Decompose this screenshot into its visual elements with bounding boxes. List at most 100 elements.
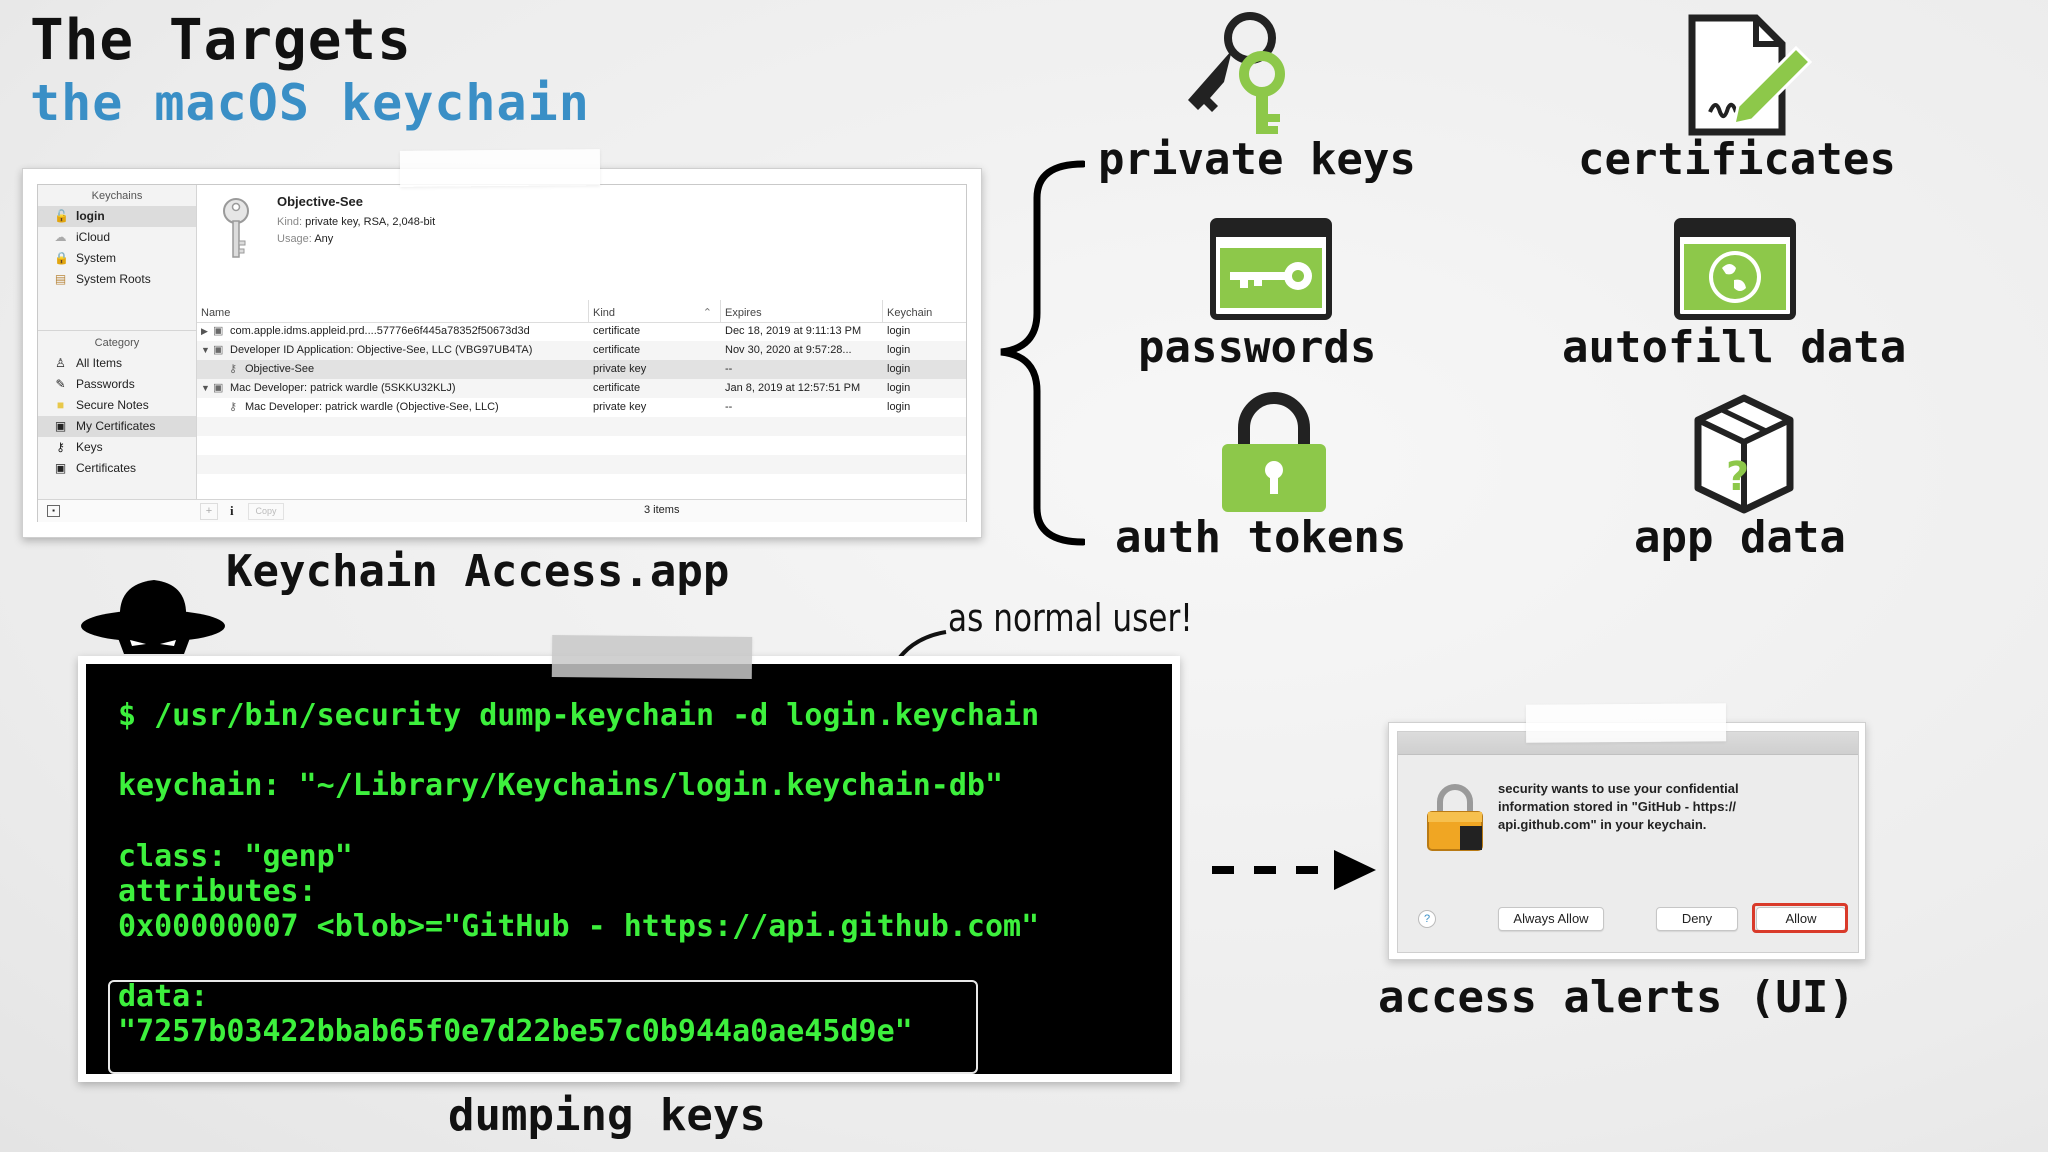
cell-expires: -- (725, 363, 733, 375)
package-box-icon: ? (1694, 394, 1794, 514)
add-button[interactable]: + (200, 503, 218, 520)
column-header-keychain[interactable]: Keychain (887, 307, 933, 319)
target-private-keys: private keys (1098, 134, 1416, 185)
key-icon (223, 198, 249, 258)
cell-kind: certificate (593, 382, 641, 394)
table-row[interactable]: ▼▣Mac Developer: patrick wardle (5SKKU32… (197, 379, 966, 398)
terminal-window: $ /usr/bin/security dump-keychain -d log… (78, 656, 1180, 1082)
target-auth-tokens: auth tokens (1115, 512, 1407, 563)
keychain-app-caption: Keychain Access.app (226, 546, 730, 597)
alert-titlebar (1398, 732, 1858, 755)
cell-keychain: login (887, 325, 911, 337)
empty-row (197, 417, 966, 436)
svg-text:?: ? (1726, 454, 1749, 500)
keys-icon (1188, 12, 1285, 134)
disclosure-triangle[interactable]: ▼ (201, 383, 210, 393)
people-icon: ♙ (55, 356, 66, 370)
tape-strip (1525, 703, 1727, 743)
data-highlight-box (108, 980, 978, 1074)
cell-name: Objective-See (245, 363, 315, 375)
deny-button[interactable]: Deny (1656, 907, 1738, 931)
cell-expires: Nov 30, 2020 at 9:57:28... (725, 344, 852, 356)
table-row[interactable]: ⚷Mac Developer: patrick wardle (Objectiv… (197, 398, 966, 417)
allow-highlight-outline (1752, 903, 1848, 933)
browser-globe-icon (1674, 218, 1796, 320)
sidebar-item-keys[interactable]: ⚷Keys (38, 437, 196, 458)
terminal-blob-line: 0x00000007 <blob>="GitHub - https://api.… (118, 909, 1040, 944)
cell-keychain: login (887, 363, 911, 375)
cell-kind: certificate (593, 325, 641, 337)
sidebar-item-login[interactable]: 🔓login (38, 206, 196, 227)
table-row[interactable]: ▶▣com.apple.idms.appleid.prd....57776e6f… (197, 322, 966, 341)
column-header-kind[interactable]: Kind⌃ (589, 300, 721, 322)
item-usage: Usage: Any (277, 233, 334, 245)
sidebar-item-certificates[interactable]: ▣Certificates (54, 461, 137, 475)
sidebar-item-system-roots[interactable]: ▤System Roots (54, 272, 151, 286)
table-row[interactable]: ▼▣Developer ID Application: Objective-Se… (197, 341, 966, 360)
keychain-sidebar: Keychains 🔓login ☁iCloud 🔒System ▤System… (38, 185, 197, 499)
certificate-icon: ▣ (213, 344, 224, 356)
keychain-items-table: Name Kind⌃ Expires Keychain ▶▣com.apple.… (197, 300, 966, 499)
terminal-attributes-line: attributes: (118, 874, 317, 909)
curly-brace (1000, 160, 1085, 546)
sidebar-item-passwords[interactable]: ✎Passwords (55, 377, 135, 391)
empty-row (197, 436, 966, 455)
empty-row (197, 455, 966, 474)
always-allow-button[interactable]: Always Allow (1498, 907, 1604, 931)
hacker-hat-icon (81, 580, 225, 654)
terminal-data-label: data: (118, 979, 209, 1014)
info-button[interactable]: i (230, 503, 234, 518)
sidebar-item-icloud[interactable]: ☁iCloud (54, 230, 111, 244)
tape-strip (399, 149, 601, 187)
pencil-icon: ✎ (55, 377, 66, 391)
target-app-data: app data (1634, 512, 1846, 563)
cloud-icon: ☁ (54, 230, 67, 244)
keychain-window-content: Keychains 🔓login ☁iCloud 🔒System ▤System… (37, 184, 967, 522)
certificate-icon: ▣ (54, 461, 67, 475)
column-header-name[interactable]: Name (197, 300, 589, 322)
sidebar-item-my-certificates[interactable]: ▣My Certificates (38, 416, 196, 437)
lock-icon: 🔓 (54, 209, 69, 223)
access-alerts-caption: access alerts (UI) (1378, 972, 1855, 1023)
cell-name: com.apple.idms.appleid.prd....57776e6f44… (230, 325, 530, 337)
key-icon: ⚷ (229, 401, 238, 413)
empty-row (197, 474, 966, 493)
category-header: Category (94, 337, 140, 349)
cell-expires: -- (725, 401, 733, 413)
sort-ascending-icon: ⌃ (702, 307, 712, 319)
tape-strip (551, 634, 753, 680)
certificate-icon: ▣ (54, 419, 67, 433)
column-header-expires[interactable]: Expires (721, 300, 883, 322)
sidebar-item-system[interactable]: 🔒System (54, 251, 117, 265)
terminal-keychain-line: keychain: "~/Library/Keychains/login.key… (118, 768, 1004, 803)
note-icon: ■ (56, 398, 65, 412)
slide-subtitle: the macOS keychain (30, 74, 590, 132)
cabinet-icon: ▤ (54, 272, 67, 286)
terminal-class-line: class: "genp" (118, 839, 353, 874)
sidebar-item-all-items[interactable]: ♙All Items (55, 356, 123, 370)
copy-button[interactable]: Copy (248, 503, 284, 520)
key-icon: ⚷ (56, 440, 65, 454)
cell-expires: Jan 8, 2019 at 12:57:51 PM (725, 382, 861, 394)
cell-kind: certificate (593, 344, 641, 356)
disclosure-triangle[interactable]: ▶ (201, 326, 208, 336)
padlock-icon (1222, 392, 1326, 512)
terminal-command: $ /usr/bin/security dump-keychain -d log… (118, 698, 1040, 733)
alert-message: security wants to use your confidential … (1498, 781, 1739, 832)
target-passwords: passwords (1138, 322, 1377, 373)
help-button[interactable]: ? (1418, 910, 1436, 928)
keychain-bottom-bar: ▪ + i Copy 3 items (38, 499, 966, 522)
sidebar-item-secure-notes[interactable]: ■Secure Notes (38, 395, 196, 416)
cell-name: Mac Developer: patrick wardle (5SKKU32KL… (230, 382, 456, 394)
target-certificates: certificates (1578, 134, 1896, 185)
allow-button[interactable]: Allow (1756, 907, 1846, 931)
keychain-lock-icon (1427, 784, 1483, 851)
item-name: Objective-See (277, 194, 363, 209)
password-key-icon (1210, 218, 1332, 320)
dashed-arrow (1212, 850, 1376, 890)
table-header: Name Kind⌃ Expires Keychain (197, 300, 966, 323)
terminal-data-value: "7257b03422bbab65f0e7d22be57c0b944a0ae45… (118, 1014, 913, 1049)
disclosure-triangle[interactable]: ▼ (201, 345, 210, 355)
grid-toggle-icon[interactable]: ▪ (47, 505, 60, 517)
